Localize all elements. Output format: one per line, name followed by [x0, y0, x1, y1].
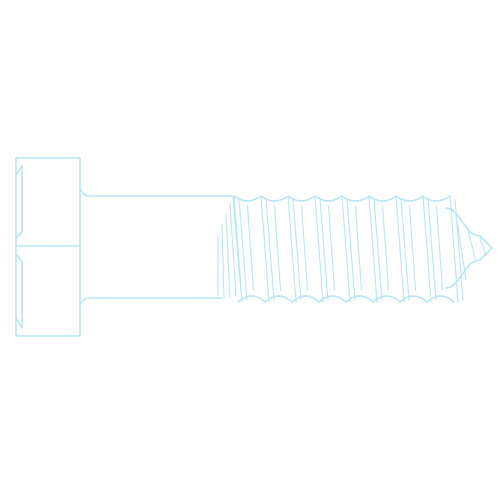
thread-crest-line	[395, 195, 405, 303]
thread-root-line	[354, 205, 363, 291]
thread-crest-line	[346, 198, 356, 301]
thread-root-line	[381, 205, 390, 291]
threaded-section	[233, 195, 464, 303]
point-crest	[467, 229, 477, 263]
thread-crest-line	[427, 198, 437, 301]
hex-head-left-facet-bottom	[15, 317, 23, 329]
thread-crest-line	[314, 195, 324, 303]
thread-crest-line	[287, 195, 297, 303]
shank-bottom-edge	[79, 297, 223, 307]
thread-bottom-profile	[237, 295, 455, 303]
shank-top-edge	[79, 187, 233, 197]
point-outline	[445, 207, 493, 289]
runout-line	[225, 213, 231, 299]
hex-head-left-mid-bottom	[15, 253, 23, 263]
thread-crest-line	[319, 198, 329, 301]
thread-crest-line	[260, 195, 270, 303]
thread-crest-line	[422, 195, 432, 303]
thread-root-line	[300, 205, 309, 291]
thread-root-line	[273, 205, 282, 291]
hex-head-left-mid-top	[15, 231, 23, 239]
thread-root-line	[435, 205, 444, 291]
hex-head-outline	[15, 157, 81, 337]
thread-crest-line	[238, 198, 248, 301]
hex-head	[15, 157, 81, 337]
thread-root-line	[327, 205, 336, 291]
point-crest	[479, 237, 487, 257]
thread-crest-line	[368, 195, 378, 303]
thread-root-line	[408, 205, 417, 291]
runout-line	[229, 202, 237, 297]
point-crest	[455, 213, 467, 281]
shank	[79, 187, 233, 307]
thread-crest-line	[292, 198, 302, 301]
screw-point	[445, 207, 493, 289]
hex-head-left-facet-top	[15, 165, 23, 176]
thread-root-line	[246, 205, 255, 291]
lag-screw	[15, 157, 493, 337]
thread-crest-line	[400, 198, 410, 301]
thread-crest-line	[449, 195, 459, 303]
thread-crest-line	[233, 195, 243, 303]
thread-crest-line	[373, 198, 383, 301]
thread-crest-line	[341, 195, 351, 303]
runout-line	[221, 225, 225, 299]
thread-crest-line	[265, 198, 275, 301]
